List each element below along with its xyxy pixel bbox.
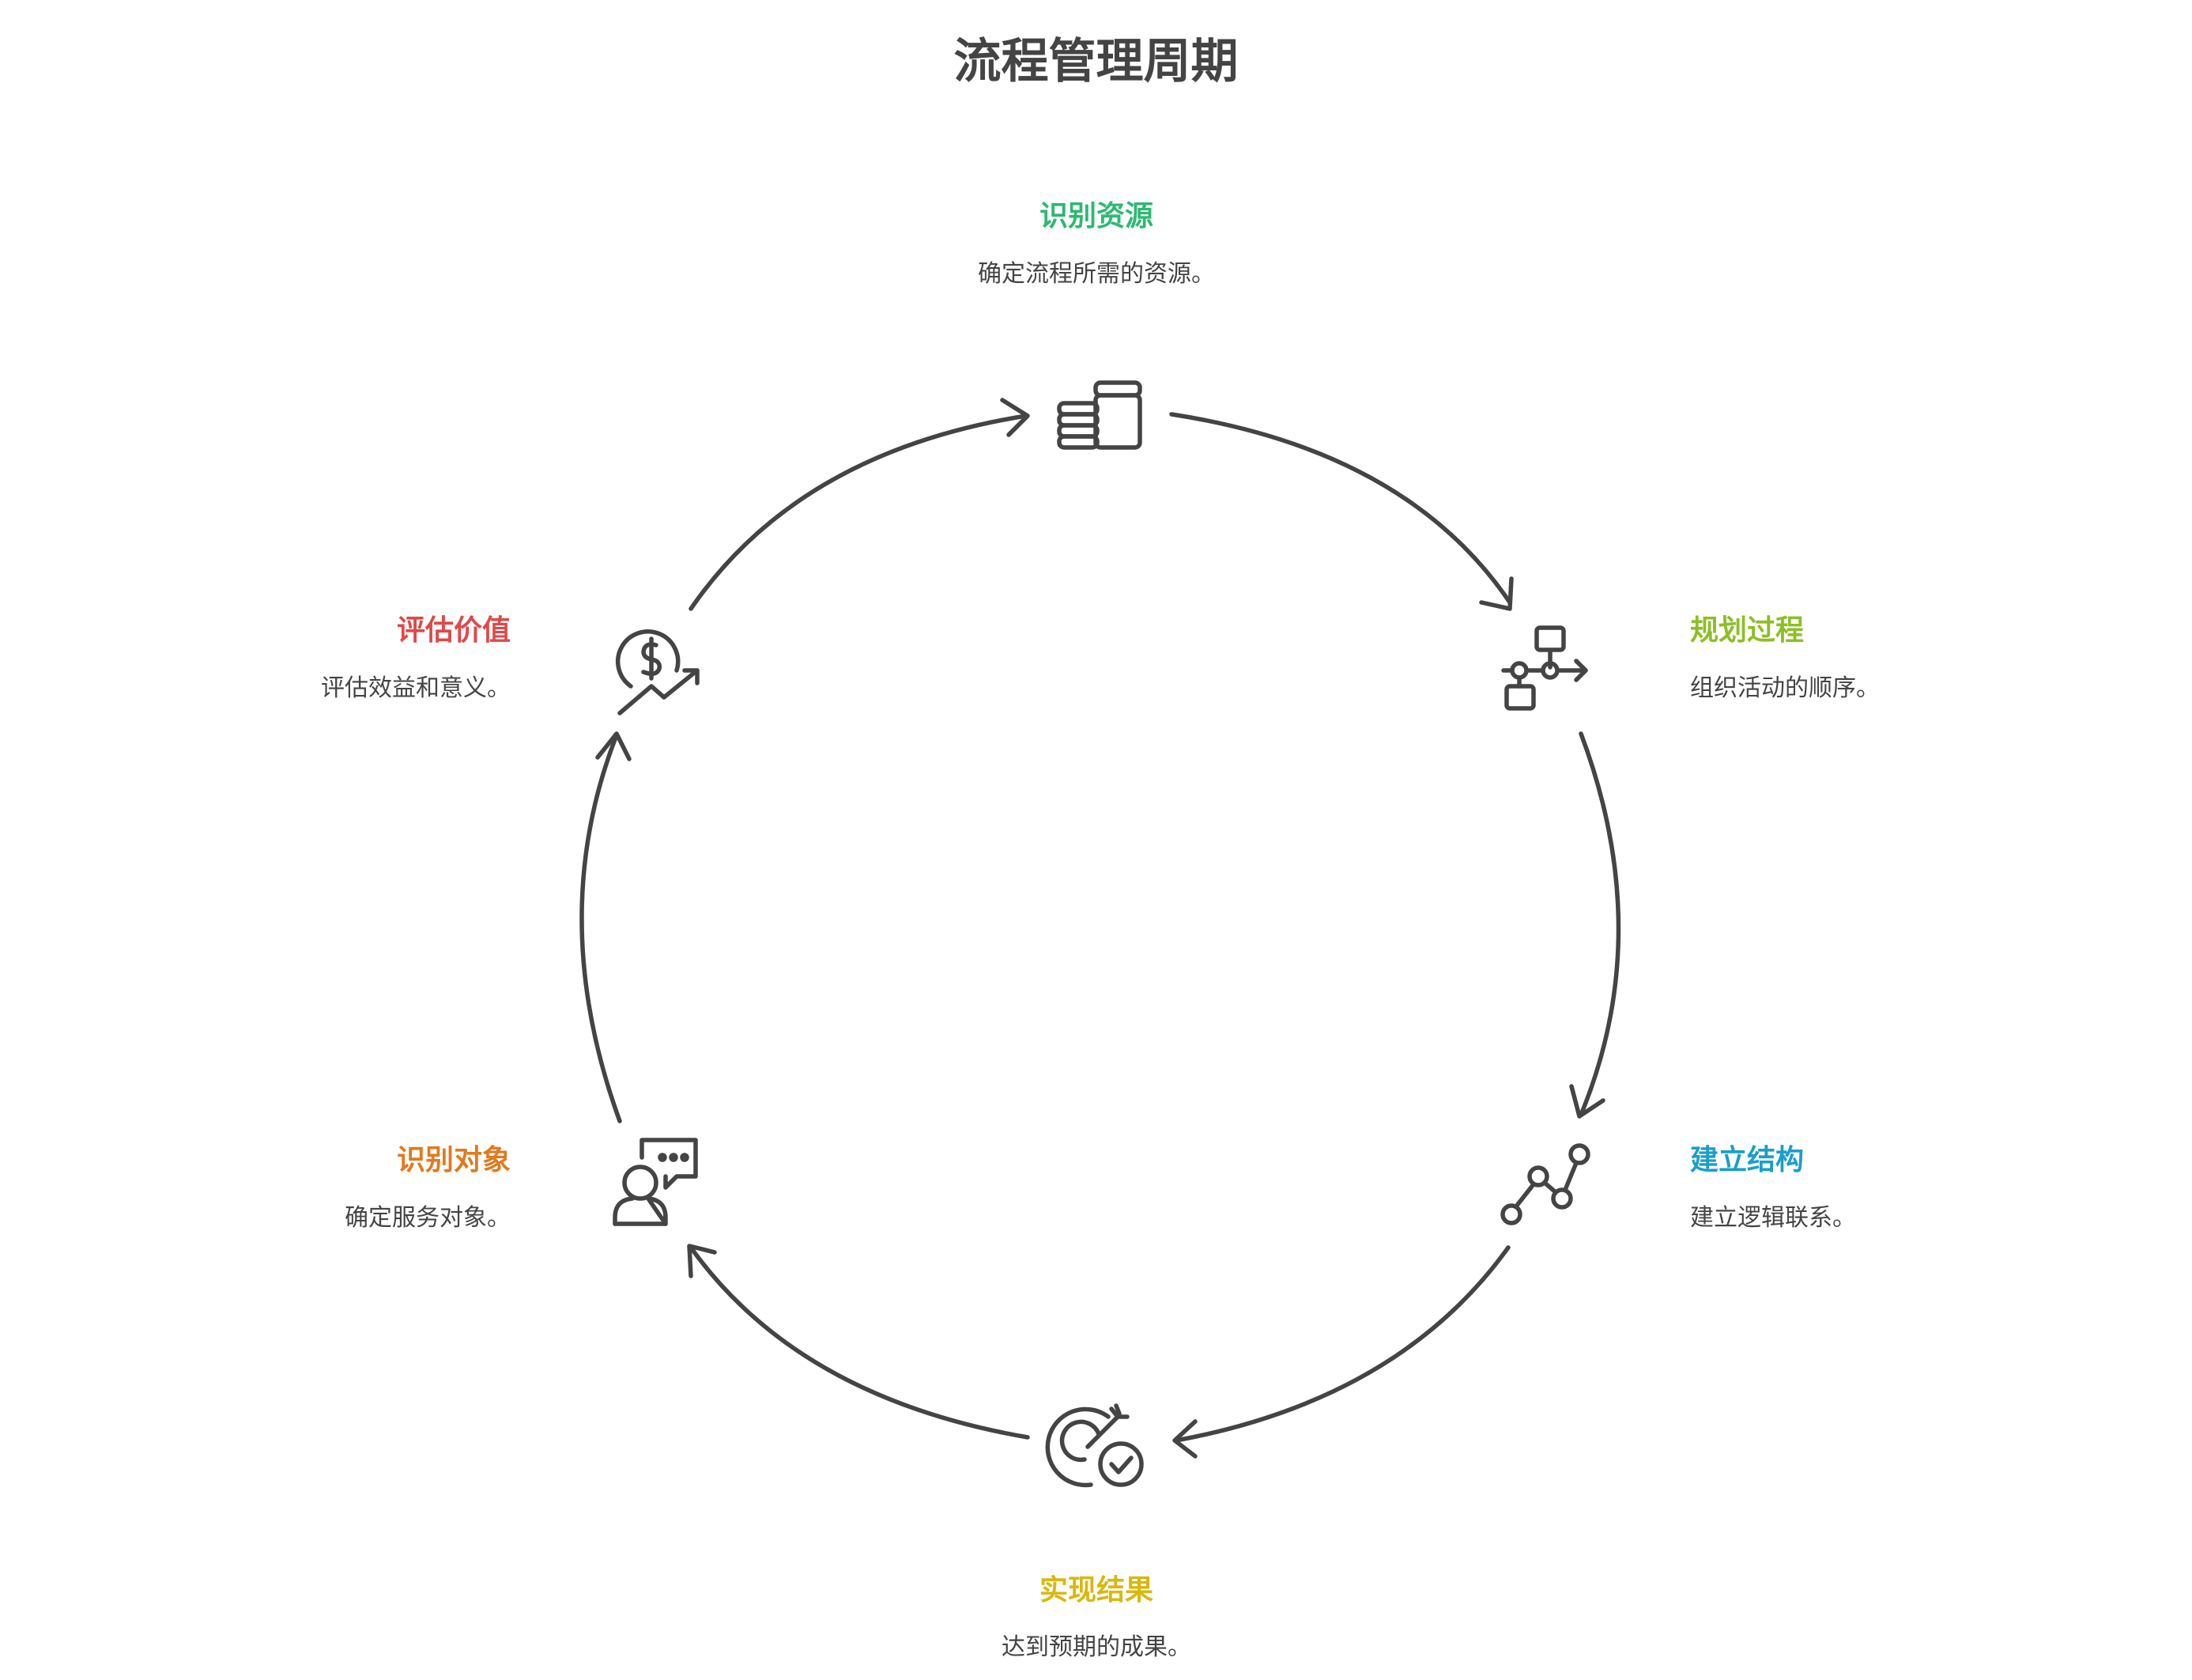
step-label-value: 评估价值 — [396, 614, 511, 647]
step-desc-target: 确定服务对象。 — [345, 1204, 511, 1232]
step-desc-result: 达到预期的成果。 — [1002, 1633, 1191, 1661]
arrow-target-to-value — [579, 733, 622, 1123]
step-desc-resources: 确定流程所需的资源。 — [978, 260, 1215, 288]
page-title: 流程管理周期 — [953, 34, 1239, 89]
flowchart-icon — [1501, 625, 1588, 711]
step-desc-planning: 组织活动的顺序。 — [1690, 674, 1880, 702]
arrowhead-target-to-value — [595, 731, 632, 761]
dollar-growth-icon — [615, 629, 700, 715]
arrowhead-planning-to-structure — [1569, 1084, 1605, 1119]
arrow-value-to-resources — [689, 413, 1028, 611]
arrow-structure-to-result — [1174, 1245, 1511, 1443]
step-desc-structure: 建立逻辑联系。 — [1690, 1204, 1856, 1232]
arrow-result-to-target — [689, 1245, 1030, 1440]
arrowhead-resources-to-planning — [1479, 576, 1514, 611]
arrow-planning-to-structure — [1579, 731, 1621, 1117]
step-label-planning: 规划过程 — [1690, 614, 1805, 647]
step-label-result: 实现结果 — [1039, 1574, 1153, 1606]
arrowhead-result-to-target — [687, 1244, 717, 1278]
arrow-resources-to-planning — [1169, 412, 1512, 605]
step-label-resources: 识别资源 — [1039, 200, 1153, 232]
target-check-icon — [1045, 1403, 1144, 1488]
person-chat-icon — [613, 1138, 698, 1226]
arrowhead-structure-to-result — [1172, 1419, 1198, 1459]
connected-nodes-icon — [1500, 1143, 1590, 1225]
cycle-arrows — [579, 398, 1621, 1459]
step-desc-value: 评估效益和意义。 — [321, 674, 511, 702]
step-label-structure: 建立结构 — [1690, 1144, 1805, 1176]
arrowhead-value-to-resources — [1000, 398, 1030, 437]
coin-stack-icon — [1057, 380, 1142, 450]
step-label-target: 识别对象 — [396, 1144, 511, 1176]
